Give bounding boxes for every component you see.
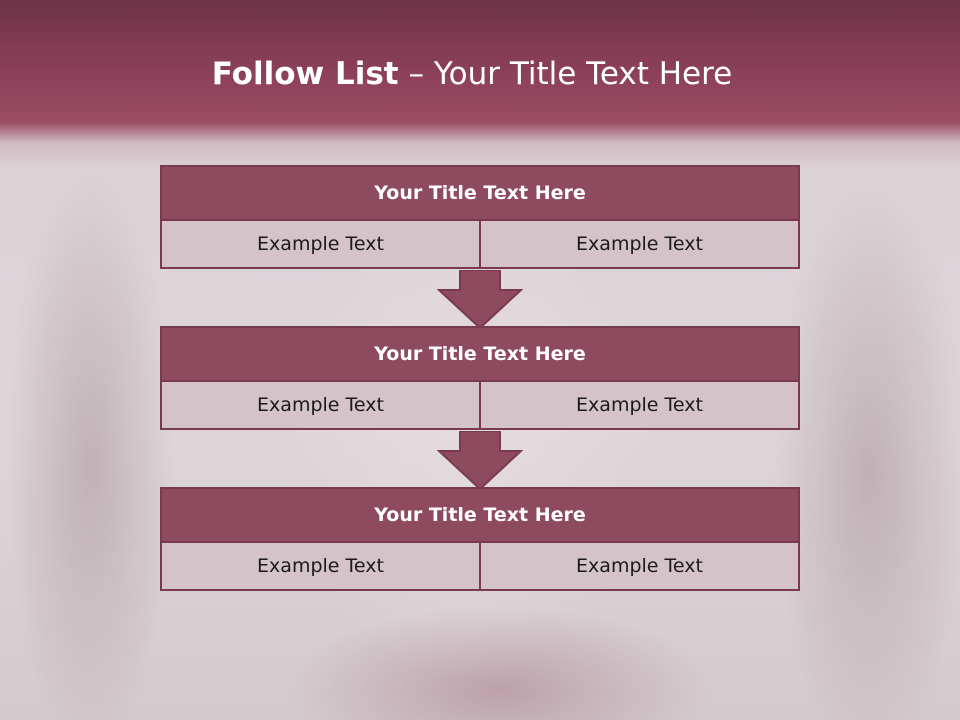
slide-title: Follow List – Your Title Text Here [0, 56, 944, 92]
header-band [0, 0, 960, 170]
list-block-2: Your Title Text Here Example Text Exampl… [160, 326, 800, 430]
list-block-3: Your Title Text Here Example Text Exampl… [160, 487, 800, 591]
block-cell-left[interactable]: Example Text [160, 382, 481, 430]
slide-title-rest: – Your Title Text Here [398, 56, 733, 92]
block-cell-right[interactable]: Example Text [481, 382, 800, 430]
block-row: Example Text Example Text [160, 543, 800, 591]
block-cell-left[interactable]: Example Text [160, 543, 481, 591]
down-arrow-icon [437, 431, 523, 491]
block-title[interactable]: Your Title Text Here [160, 326, 800, 382]
down-arrow-icon [437, 270, 523, 330]
list-block-1: Your Title Text Here Example Text Exampl… [160, 165, 800, 269]
block-title[interactable]: Your Title Text Here [160, 487, 800, 543]
block-row: Example Text Example Text [160, 221, 800, 269]
block-title[interactable]: Your Title Text Here [160, 165, 800, 221]
block-cell-right[interactable]: Example Text [481, 543, 800, 591]
block-row: Example Text Example Text [160, 382, 800, 430]
slide-title-bold: Follow List [211, 56, 399, 92]
block-cell-right[interactable]: Example Text [481, 221, 800, 269]
block-cell-left[interactable]: Example Text [160, 221, 481, 269]
